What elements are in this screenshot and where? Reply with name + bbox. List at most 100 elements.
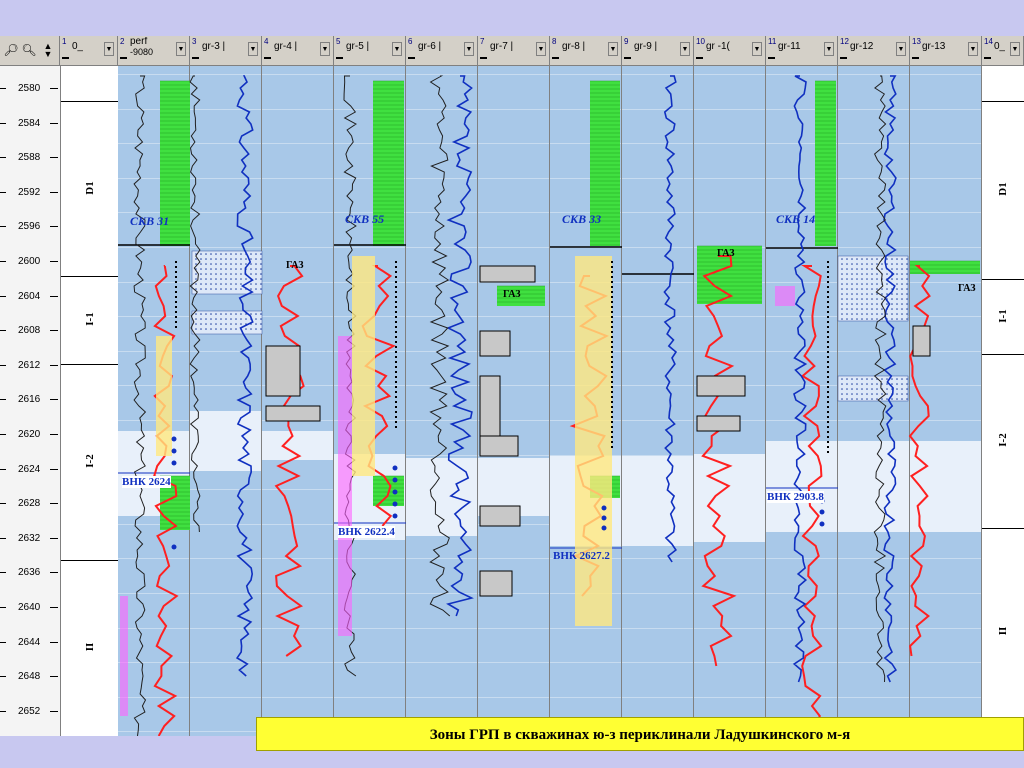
chevron-down-icon[interactable]: ▼: [1010, 42, 1020, 56]
minus-icon[interactable]: [408, 57, 415, 59]
dot: [205, 288, 207, 290]
chevron-down-icon[interactable]: ▼: [752, 42, 762, 56]
grid-line: [694, 662, 765, 664]
dot: [901, 318, 903, 320]
track-label: gr -1(: [706, 41, 730, 52]
track-label-line1: perf: [130, 37, 148, 47]
dot: [225, 323, 227, 325]
minus-icon[interactable]: [696, 57, 703, 59]
grid-line: [622, 593, 693, 594]
dot: [255, 253, 257, 255]
dot: [886, 378, 888, 380]
dot: [871, 283, 873, 285]
dot: [220, 283, 222, 285]
minus-icon[interactable]: [840, 57, 847, 59]
grid-line: [838, 696, 909, 698]
dot: [841, 318, 843, 320]
minus-icon[interactable]: [62, 57, 69, 59]
dot: [235, 278, 237, 280]
depth-tick: 2608: [0, 324, 60, 338]
minus-icon[interactable]: [192, 57, 199, 59]
dot: [871, 273, 873, 275]
dot: [866, 318, 868, 320]
dot: [896, 308, 898, 310]
owc-label: ВНК 2903.8: [767, 491, 824, 503]
chevron-down-icon[interactable]: ▼: [392, 42, 402, 56]
chevron-down-icon[interactable]: ▼: [104, 42, 114, 56]
lithology-block: [696, 415, 741, 432]
dot: [896, 288, 898, 290]
dot: [906, 263, 908, 265]
zoom-out-icon[interactable]: 🔍︎: [21, 43, 37, 57]
dot: [851, 318, 853, 320]
minus-icon[interactable]: [336, 57, 343, 59]
chevron-down-icon[interactable]: ▼: [464, 42, 474, 56]
dot: [846, 308, 848, 310]
chevron-down-icon[interactable]: ▼: [968, 42, 978, 56]
zoom-in-icon[interactable]: 🔎︎: [3, 43, 19, 57]
dot: [846, 378, 848, 380]
track-number: 6: [408, 37, 413, 46]
dot: [901, 263, 903, 265]
grid-line: [262, 108, 333, 110]
minus-icon[interactable]: [912, 57, 919, 59]
dot: [871, 263, 873, 265]
grid-line: [406, 662, 477, 664]
chevron-down-icon[interactable]: ▼: [248, 42, 258, 56]
dot: [861, 288, 863, 290]
spin-icon[interactable]: ▲▼: [43, 41, 53, 59]
dot: [866, 273, 868, 275]
minus-icon[interactable]: [984, 57, 991, 59]
chevron-down-icon[interactable]: ▼: [176, 42, 186, 56]
grid-line: [838, 143, 909, 145]
grid-line: [910, 143, 981, 145]
dot: [901, 273, 903, 275]
frac-marker: [171, 544, 177, 550]
grid-line: [694, 627, 765, 629]
grid-line: [910, 385, 981, 387]
minus-icon[interactable]: [480, 57, 487, 59]
chevron-down-icon[interactable]: ▼: [320, 42, 330, 56]
dot: [841, 293, 843, 295]
track-number: 10: [696, 37, 705, 46]
minus-icon[interactable]: [264, 57, 271, 59]
dot: [225, 268, 227, 270]
chevron-down-icon[interactable]: ▼: [608, 42, 618, 56]
gas-label: ГАЗ: [503, 289, 521, 300]
dot: [215, 273, 217, 275]
dot: [841, 378, 843, 380]
minus-icon[interactable]: [624, 57, 631, 59]
minus-icon[interactable]: [768, 57, 775, 59]
minus-icon[interactable]: [120, 57, 127, 59]
grid-line: [910, 662, 981, 664]
chevron-down-icon[interactable]: ▼: [824, 42, 834, 56]
grid-line: [406, 558, 477, 560]
chevron-down-icon[interactable]: ▼: [896, 42, 906, 56]
minus-icon[interactable]: [552, 57, 559, 59]
track-label: gr-12: [850, 41, 874, 52]
grid-line: [262, 74, 333, 75]
grid-line: [334, 74, 405, 75]
dot: [245, 318, 247, 320]
chevron-down-icon[interactable]: ▼: [536, 42, 546, 56]
dot: [901, 303, 903, 305]
dot: [260, 328, 262, 330]
grid-line: [838, 420, 909, 421]
chevron-down-icon[interactable]: ▼: [680, 42, 690, 56]
grid-line: [478, 558, 549, 560]
